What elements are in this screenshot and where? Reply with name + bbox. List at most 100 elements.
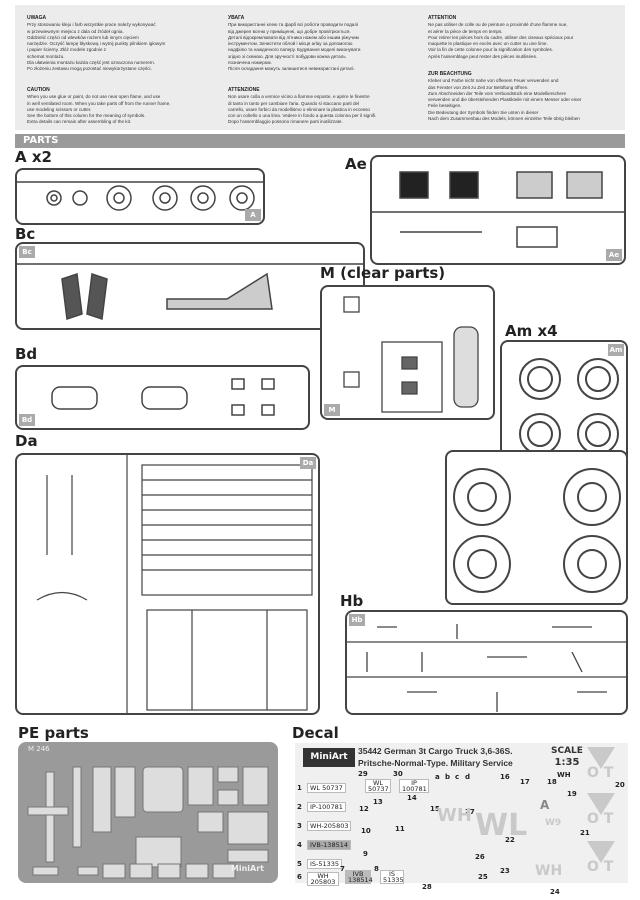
warning-title: ZUR BEACHTUNG bbox=[428, 71, 472, 77]
w9-marking: W9 bbox=[545, 818, 562, 828]
sprue-a: A bbox=[15, 168, 265, 225]
decal-letter: b bbox=[445, 773, 451, 781]
decal-number: 22 bbox=[505, 836, 515, 844]
decal-number: 21 bbox=[580, 829, 590, 837]
sprue-tag: Hb bbox=[349, 614, 365, 626]
decal-number: 1 bbox=[297, 784, 302, 792]
miniart-logo: MiniArt bbox=[303, 748, 355, 767]
clear-parts-drawing bbox=[343, 296, 479, 413]
sprue-tag: Da bbox=[300, 457, 316, 469]
plate-decal: IVB 138514 bbox=[345, 870, 373, 884]
sprue-tag: Bd bbox=[19, 414, 35, 426]
title-line-2: Pritsche-Normal-Type. Military Service bbox=[358, 758, 513, 768]
decal-number: 23 bbox=[500, 867, 510, 875]
decal-number: 6 bbox=[297, 873, 302, 881]
decal-number: 12 bbox=[359, 805, 369, 813]
lights-drawing bbox=[51, 378, 275, 416]
parts-header: PARTS bbox=[15, 134, 625, 148]
ot-marking: O T bbox=[587, 811, 614, 827]
decal-label: Decal bbox=[292, 724, 339, 742]
warning-text: Kleber und Farbe nicht nahe von offenem … bbox=[428, 78, 582, 122]
warning-title: ATTENTION bbox=[428, 15, 457, 21]
sprue-am-lower bbox=[445, 450, 628, 605]
pe-parts-drawing bbox=[27, 766, 269, 879]
decal-number: 5 bbox=[297, 860, 302, 868]
pe-logo: MiniArt bbox=[230, 864, 264, 873]
sprue-bc: Bc bbox=[15, 242, 365, 330]
plate-decal: WH-205803 bbox=[307, 821, 352, 831]
scale-label: SCALE bbox=[551, 746, 583, 756]
wheel-hubs-drawing bbox=[17, 181, 263, 211]
sprue-ae-label: Ae bbox=[345, 155, 367, 173]
decal-number: 18 bbox=[547, 778, 557, 786]
sprue-da: Da bbox=[15, 453, 320, 715]
title-line-1: 35442 German 3t Cargo Truck 3,6-36S. bbox=[358, 746, 513, 756]
decal-number: 2 bbox=[297, 803, 302, 811]
decal-title: 35442 German 3t Cargo Truck 3,6-36S. Prit… bbox=[358, 745, 513, 769]
pe-fret: M 246 MiniArt bbox=[18, 742, 278, 883]
scale-value: 1:35 bbox=[554, 757, 580, 768]
warning-text: Przy stosowaniu kleju i farb wszystkie p… bbox=[27, 22, 166, 72]
radiator-parts-drawing bbox=[372, 171, 624, 248]
triangle-marking bbox=[587, 793, 615, 815]
decal-number: 29 bbox=[358, 770, 368, 778]
decal-number: 7 bbox=[340, 865, 345, 873]
fender-parts-drawing bbox=[17, 263, 363, 321]
warning-title: CAUTION bbox=[27, 87, 50, 93]
sprue-m-label: M (clear parts) bbox=[320, 264, 446, 282]
decal-number: 27 bbox=[465, 808, 475, 816]
warning-title: UWAGA bbox=[27, 15, 47, 21]
sprue-tag: Bc bbox=[19, 246, 35, 258]
warning-text: When you use glue or paint, do not use n… bbox=[27, 94, 171, 125]
sprue-hb-label: Hb bbox=[340, 592, 364, 610]
decal-number: 11 bbox=[395, 825, 405, 833]
sprue-bc-label: Bc bbox=[15, 225, 36, 243]
plate-decal: IP 100781 bbox=[399, 779, 429, 793]
plate-decal: IS-51335 bbox=[307, 859, 343, 869]
sprue-bd-label: Bd bbox=[15, 345, 38, 363]
plate-decal: WH 205803 bbox=[307, 872, 339, 886]
decal-number: 17 bbox=[520, 778, 530, 786]
warning-title: УВАГА bbox=[228, 15, 245, 21]
decal-number: 4 bbox=[297, 841, 302, 849]
sprue-tag: Ae bbox=[606, 249, 622, 261]
decal-number: 16 bbox=[500, 773, 510, 781]
decal-number: 24 bbox=[550, 888, 560, 896]
decal-number: 14 bbox=[407, 794, 417, 802]
sprue-tag: M bbox=[324, 404, 340, 416]
sprue-ae: Ae bbox=[370, 155, 626, 265]
tires-drawing bbox=[453, 468, 621, 593]
pe-code: M 246 bbox=[28, 745, 50, 753]
tools-drawing bbox=[347, 624, 626, 712]
decal-number: 9 bbox=[363, 850, 368, 858]
sprue-hb: Hb bbox=[345, 610, 628, 715]
sprue-tag: A bbox=[245, 209, 261, 221]
decal-number: 30 bbox=[393, 770, 403, 778]
sprue-am-label: Am x4 bbox=[505, 322, 558, 340]
triangle-marking bbox=[587, 747, 615, 769]
cargo-bed-drawing bbox=[36, 455, 313, 713]
wl-marking: WL bbox=[475, 808, 528, 843]
decal-number: 15 bbox=[430, 805, 440, 813]
sprue-a-label: A x2 bbox=[15, 148, 52, 166]
wh-marking: WH bbox=[437, 805, 472, 826]
warning-title: ATTENZIONE bbox=[228, 87, 260, 93]
ot-marking: O T bbox=[587, 859, 614, 875]
decal-number: 13 bbox=[373, 798, 383, 806]
sprue-tag: Am bbox=[608, 344, 624, 356]
decal-number: 3 bbox=[297, 822, 302, 830]
wh-marking: WH bbox=[535, 863, 563, 879]
decal-number: 10 bbox=[361, 827, 371, 835]
plate-decal: IP-100781 bbox=[307, 802, 346, 812]
decal-number: 25 bbox=[478, 873, 488, 881]
warning-text: Ne pas utiliser de colle ou de peinture … bbox=[428, 22, 574, 59]
a-marking: A bbox=[540, 798, 550, 812]
warning-text: При використанні клею та фарб всі роботи… bbox=[228, 22, 361, 72]
decal-letter: a bbox=[435, 773, 440, 781]
decal-number: 28 bbox=[422, 883, 432, 891]
